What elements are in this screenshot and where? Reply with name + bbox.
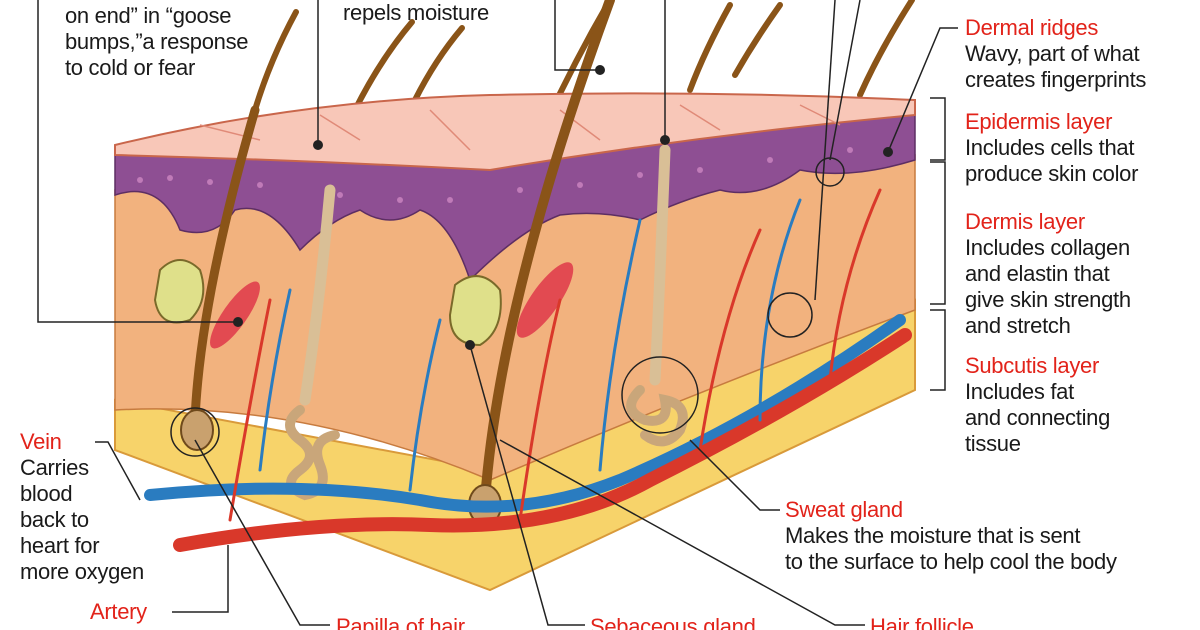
artery-vessel <box>173 328 912 552</box>
label-title: Sweat gland <box>785 497 903 522</box>
label-hair-follicle: Hair follicle <box>870 614 974 630</box>
vein-vessel <box>144 314 906 513</box>
leader-lines <box>37 0 958 626</box>
label-title: Epidermis layer <box>965 109 1113 134</box>
arrector-muscle-description: on end” in “goose bumps,”a response to c… <box>65 3 249 81</box>
sebum-description: repels moisture <box>343 0 489 26</box>
label-dermis: Dermis layer Includes collagen and elast… <box>965 209 1131 339</box>
skin-surface <box>114 92 916 172</box>
desc-line: Makes the moisture that is sent <box>785 523 1081 548</box>
desc-line: and connecting <box>965 405 1111 430</box>
desc-line: on end” in “goose <box>65 3 232 28</box>
epidermis-cells <box>137 147 853 203</box>
desc-line: produce skin color <box>965 161 1139 186</box>
label-papilla-of-hair: Papilla of hair <box>336 614 465 630</box>
label-title: Papilla of hair <box>336 614 465 630</box>
desc-line: tissue <box>965 431 1021 456</box>
desc-line: and elastin that <box>965 261 1110 286</box>
desc-line: blood <box>20 481 73 506</box>
label-subcutis: Subcutis layer Includes fat and connecti… <box>965 353 1110 457</box>
label-title: Hair follicle <box>870 614 974 630</box>
label-sweat-gland: Sweat gland Makes the moisture that is s… <box>785 497 1117 575</box>
desc-line: to the surface to help cool the body <box>785 549 1117 574</box>
label-epidermis: Epidermis layer Includes cells that prod… <box>965 109 1138 187</box>
desc-line: Wavy, part of what <box>965 41 1140 66</box>
desc-line: heart for <box>20 533 100 558</box>
desc-line: and stretch <box>965 313 1071 338</box>
hair-shafts-in-skin <box>190 0 671 505</box>
blood-vessels <box>144 188 912 552</box>
desc-line: repels moisture <box>343 0 489 25</box>
desc-line: Includes cells that <box>965 135 1135 160</box>
desc-line: back to <box>20 507 89 532</box>
label-title: Sebaceous gland <box>590 614 756 630</box>
desc-line: Includes collagen <box>965 235 1130 260</box>
label-dermal-ridges: Dermal ridges Wavy, part of what creates… <box>965 15 1146 93</box>
leader-dots <box>233 65 893 350</box>
label-artery: Artery <box>90 599 147 625</box>
desc-line: more oxygen <box>20 559 144 584</box>
desc-line: to cold or fear <box>65 55 196 80</box>
label-title: Vein <box>20 429 62 454</box>
label-title: Artery <box>90 599 147 624</box>
label-title: Dermis layer <box>965 209 1085 234</box>
desc-line: give skin strength <box>965 287 1131 312</box>
desc-line: bumps,”a response <box>65 29 249 54</box>
desc-line: creates fingerprints <box>965 67 1147 92</box>
sebaceous-glands <box>153 259 502 347</box>
desc-line: Carries <box>20 455 89 480</box>
label-sebaceous-gland: Sebaceous gland <box>590 614 756 630</box>
desc-line: Includes fat <box>965 379 1074 404</box>
arrector-muscles <box>210 262 574 349</box>
label-vein: Vein Carries blood back to heart for mor… <box>20 429 144 585</box>
label-title: Dermal ridges <box>965 15 1099 40</box>
label-title: Subcutis layer <box>965 353 1099 378</box>
